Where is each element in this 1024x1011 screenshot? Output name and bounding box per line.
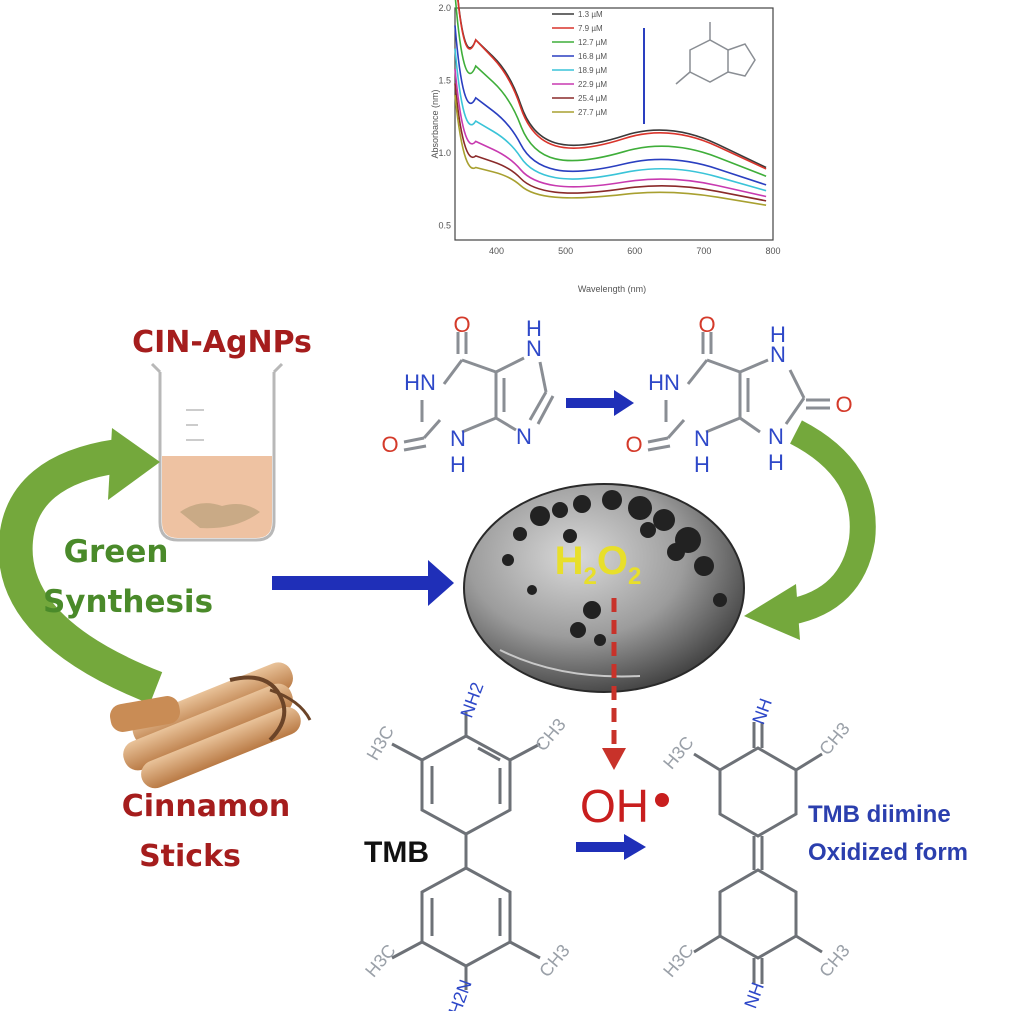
blue-arrow-to-sphere [272, 560, 454, 606]
chart-y-tick: 1.5 [438, 76, 451, 86]
xanthine-h3: H [450, 452, 466, 477]
xanthine-o-left: O [381, 432, 398, 457]
h2o2-o: O [597, 539, 628, 583]
uric-o-right: O [835, 392, 852, 417]
h2o2-h: H [555, 539, 584, 583]
xanthine-o-top: O [453, 312, 470, 337]
chart-inset-molecule [675, 22, 756, 85]
chart-x-tick: 500 [558, 246, 573, 256]
chart-series-line [454, 83, 767, 202]
synthesis-label: Synthesis [43, 584, 213, 620]
chart-legend-label: 27.7 µM [578, 108, 607, 117]
green-return-arrow [744, 420, 876, 640]
diimine-h3c-top: H3C [659, 732, 697, 772]
diimine-nh-top: NH [748, 696, 776, 727]
red-dashed-arrow [602, 598, 626, 770]
diimine-h3c-bottom: H3C [659, 940, 697, 980]
tmb-h2n-bottom: H2N [445, 977, 476, 1011]
h2o2-sub2: 2 [628, 563, 641, 590]
absorbance-chart: 400 500 600 700 800 0.5 1.0 1.5 2.0 Wavelength (… [430, 0, 781, 294]
chart-x-tick: 600 [627, 246, 642, 256]
uric-n7: N [770, 342, 786, 367]
blue-arrow-tmb-oxidation [576, 834, 646, 860]
oxidized-form-label: Oxidized form [808, 839, 968, 866]
green-synthesis-arrow [0, 428, 163, 704]
uric-hn: HN [648, 370, 680, 395]
chart-series-line [454, 25, 767, 186]
xanthine-h7: H [526, 316, 542, 341]
tmb-diimine-label: TMB diimine [808, 801, 951, 828]
cinnamon-label: Cinnamon [122, 789, 291, 824]
xanthine-n3: N [450, 426, 466, 451]
radical-dot-icon [655, 793, 669, 807]
tmb-ch3-bottom: CH3 [535, 940, 573, 980]
chart-series-line [457, 0, 767, 170]
chart-series-group [454, 0, 767, 206]
xanthine-n9: N [516, 424, 532, 449]
chart-x-tick: 700 [696, 246, 711, 256]
green-label: Green [64, 534, 169, 570]
uric-n9: N [768, 424, 784, 449]
h2o2-sub1: 2 [584, 563, 597, 590]
chart-series-line [454, 48, 767, 192]
chart-y-tick: 1.0 [438, 148, 451, 158]
blue-arrow-oxidation [566, 390, 634, 416]
nanoparticle-sphere [463, 483, 745, 693]
xanthine-hn: HN [404, 370, 436, 395]
chart-legend-label: 7.9 µM [578, 24, 603, 33]
chart-series-line [454, 94, 767, 206]
chart-series-line [454, 68, 767, 198]
xanthine-n7: N [526, 336, 542, 361]
chart-y-tick: 0.5 [438, 221, 451, 231]
chart-ticks-group: 400 500 600 700 800 0.5 1.0 1.5 2.0 [438, 3, 780, 256]
sticks-label: Sticks [139, 839, 241, 874]
cinnamon-sticks-image [110, 662, 312, 789]
chart-frame [454, 7, 774, 241]
chart-legend-label: 12.7 µM [578, 38, 607, 47]
beaker [150, 362, 284, 542]
xanthine-molecule: O HN N H N N H O [381, 312, 555, 477]
tmb-h3c-bottom: H3C [361, 940, 399, 980]
chart-xlabel: Wavelength (nm) [578, 284, 646, 294]
h2o2-label: H2O2 [555, 539, 642, 590]
chart-x-tick: 400 [489, 246, 504, 256]
uric-h3: H [694, 452, 710, 477]
uric-acid-molecule: O HN N H O N H N H O [625, 312, 852, 477]
chart-legend-label: 22.9 µM [578, 80, 607, 89]
chart-legend-label: 25.4 µM [578, 94, 607, 103]
cin-agnps-label: CIN-AgNPs [132, 325, 312, 360]
uric-h9: H [768, 450, 784, 475]
chart-ylabel: Absorbance (nm) [430, 89, 440, 158]
oh-radical-label: OH [580, 780, 649, 832]
uric-n3: N [694, 426, 710, 451]
uric-o-top: O [698, 312, 715, 337]
chart-legend-label: 18.9 µM [578, 66, 607, 75]
uric-h7: H [770, 322, 786, 347]
tmb-label: TMB [364, 836, 429, 869]
tmb-ch3-top: CH3 [531, 714, 569, 754]
diimine-ch3-bottom: CH3 [815, 940, 853, 980]
tmb-nh2-top: NH2 [456, 680, 487, 721]
uric-o-left: O [625, 432, 642, 457]
chart-x-tick: 800 [765, 246, 780, 256]
diimine-nh-bottom: NH [740, 980, 768, 1011]
chart-y-tick: 2.0 [438, 3, 451, 13]
chart-series-line [454, 0, 767, 177]
chart-legend-label: 16.8 µM [578, 52, 607, 61]
chart-legend: 1.3 µM 7.9 µM 12.7 µM 16.8 µM 18.9 µM 22.9 µM… [552, 10, 607, 117]
chart-legend-label: 1.3 µM [578, 10, 603, 19]
